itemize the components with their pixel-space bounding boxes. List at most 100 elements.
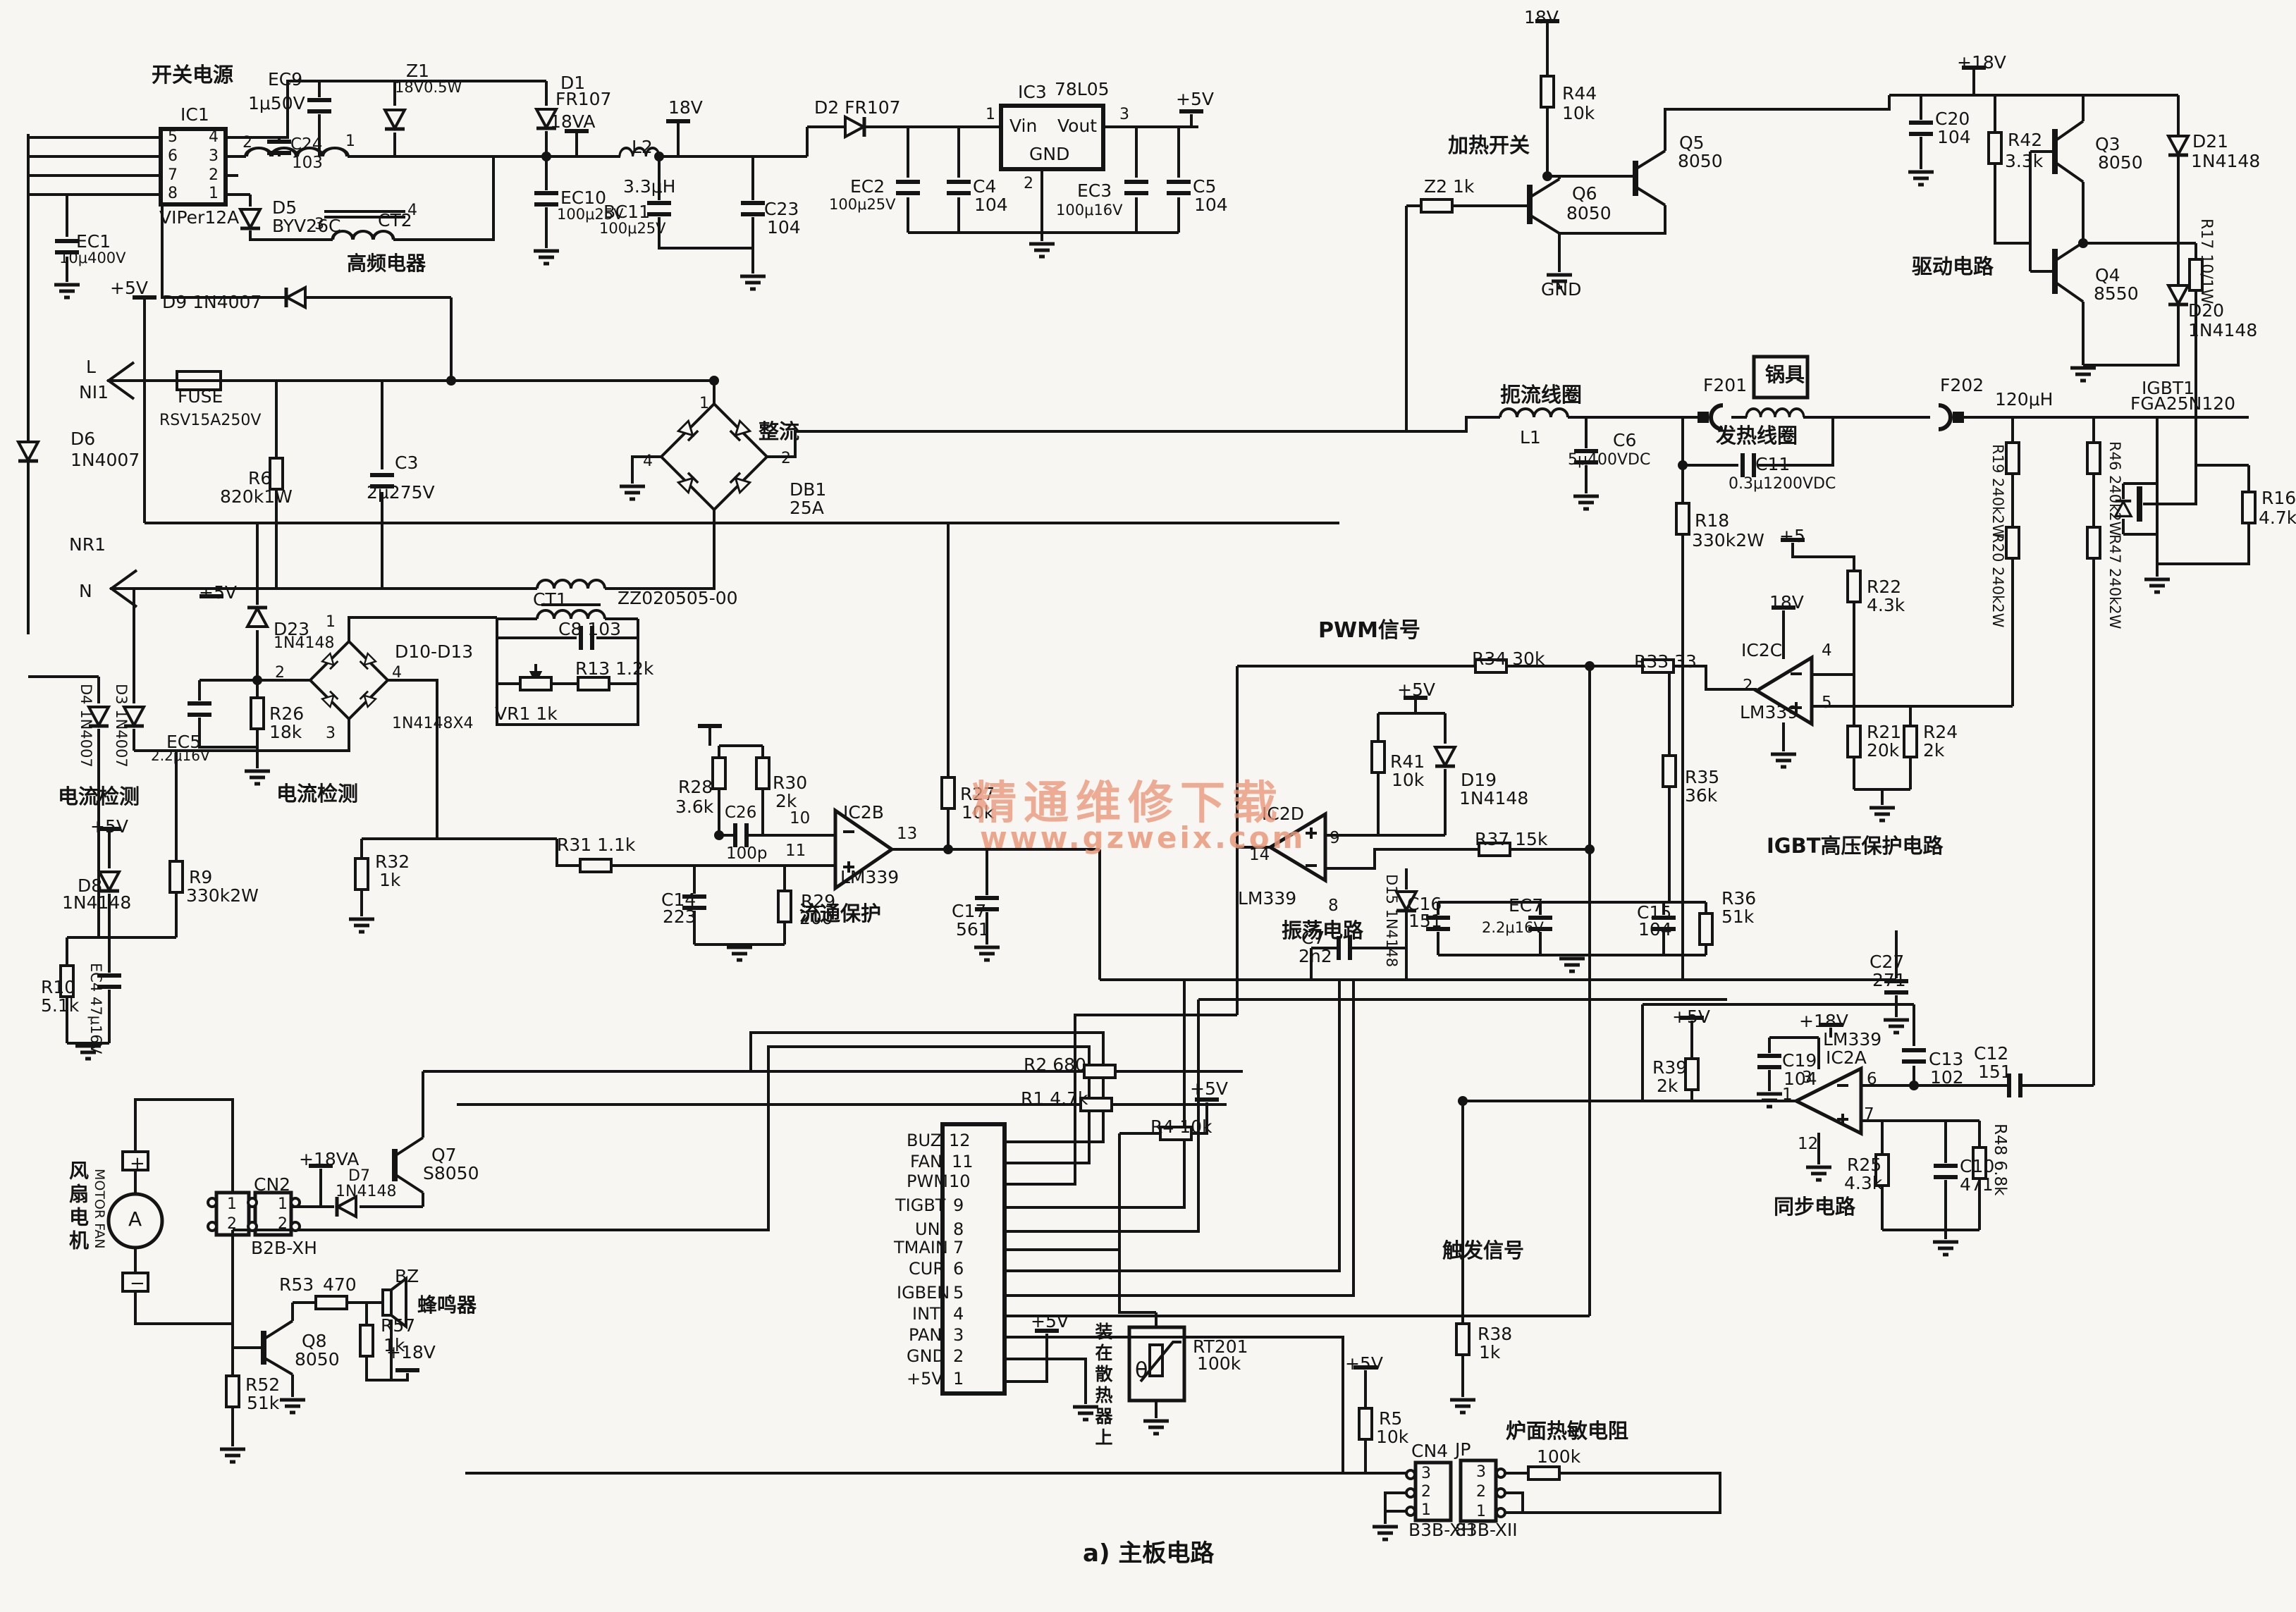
label-z1-val: 18V0.5W	[395, 79, 462, 96]
label-f201-ref: F201	[1703, 375, 1748, 395]
figure-caption: a) 主板电路	[1083, 1539, 1215, 1568]
label-ic2b-ref: IC2B	[843, 802, 884, 823]
label-r38-ref: R38	[1478, 1324, 1513, 1344]
label-r29-ref: R29	[801, 891, 836, 911]
label-cn-num6: 6	[953, 1259, 964, 1279]
label-ic3-part: 78L05	[1055, 79, 1110, 99]
label-lab-N: N	[79, 581, 92, 601]
label-c24-ref: C24	[290, 135, 323, 154]
label-lab-5v-ic3: +5V	[1176, 89, 1214, 109]
label-bridge2-pin1: 1	[326, 613, 336, 631]
label-r39-ref: R39	[1652, 1057, 1688, 1078]
wires-stove-sensor	[465, 1370, 1721, 1524]
label-r28-val: 3.6k	[675, 796, 714, 817]
label-lab-5v-r4: +5V	[1190, 1078, 1228, 1099]
label-c6-val: 5μ400VDC	[1568, 451, 1651, 469]
label-cn-num11: 11	[952, 1152, 974, 1171]
label-db1-val: 25A	[790, 498, 824, 518]
label-cn4-p1: 1	[1421, 1501, 1431, 1519]
label-fuse-ref: FUSE	[178, 386, 223, 407]
label-d19-ref: D19	[1461, 770, 1497, 790]
main-connector-box	[940, 1122, 1007, 1396]
label-cn-num8: 8	[953, 1219, 964, 1239]
label-lab-5v-r5: +5V	[1345, 1353, 1383, 1374]
label-lab-18v-drv: +18V	[1957, 52, 2006, 73]
label-cn-int: INT	[912, 1304, 940, 1324]
label-f202-ref: F202	[1940, 375, 1984, 395]
arrow-L	[106, 361, 135, 400]
label-d9-ref: D9 1N4007	[162, 292, 262, 312]
label-r32-ref: R32	[375, 851, 410, 872]
label-motor-a: A	[128, 1207, 142, 1231]
label-r41-ref: R41	[1390, 751, 1425, 772]
label-jp-p2: 2	[1476, 1483, 1486, 1501]
label-q7-ref: Q7	[431, 1145, 457, 1165]
label-bz-ref: BZ	[395, 1266, 419, 1286]
label-c27-ref: C27	[1870, 952, 1905, 972]
wires-connector-maze	[233, 902, 1591, 1473]
label-d20-ref: D20	[2188, 300, 2225, 321]
label-r38-val: 1k	[1479, 1342, 1501, 1362]
label-r10-val: 5.1k	[41, 995, 80, 1016]
label-cn-tigbt: TIGBT	[895, 1195, 946, 1215]
label-d19-val: 1N4148	[1459, 788, 1529, 808]
label-r24-ref: R24	[1923, 722, 1958, 742]
label-sec-osc: 振荡电路	[1282, 918, 1364, 942]
label-r35-val: 36k	[1685, 785, 1718, 806]
label-ic2b-part: LM339	[840, 867, 900, 887]
label-lab-18v-r44: 18V	[1524, 7, 1559, 27]
label-ec3-val: 100μ16V	[1056, 202, 1123, 219]
label-c17-val: 561	[956, 919, 990, 940]
opamp-symbols	[833, 654, 1863, 1137]
label-r10-ref: R10	[41, 977, 76, 997]
label-cn2-r2: 2	[278, 1215, 288, 1233]
label-q7-val: S8050	[423, 1163, 479, 1183]
junction-dots	[252, 152, 2088, 1106]
label-lab-gnd-q6: GND	[1541, 279, 1582, 300]
label-lab-5v-bus: +5V	[110, 278, 148, 298]
label-r13-ref: R13 1.2k	[575, 658, 654, 679]
label-sec-heat-sw: 加热开关	[1448, 133, 1530, 157]
wires-driver	[1889, 69, 2250, 577]
label-cn4-p2: 2	[1421, 1483, 1431, 1501]
label-bridge2-pin3: 3	[326, 725, 336, 742]
cn2-box-left	[214, 1190, 251, 1237]
label-d8-ref: D8	[78, 875, 103, 896]
label-sec-drive: 驱动电路	[1912, 254, 1994, 278]
label-c15-val: 104	[1638, 919, 1672, 940]
label-ic2a-pin1: 1	[1782, 1085, 1793, 1104]
label-d6-val: 1N4007	[70, 450, 140, 470]
label-cn-num5: 5	[953, 1283, 964, 1303]
label-ic3-vout: Vout	[1057, 116, 1098, 136]
label-r21-ref: R21	[1867, 722, 1902, 742]
label-r20-ref: R20 240k2W	[1989, 533, 2006, 628]
label-pot-label: 锅具	[1765, 363, 1805, 386]
label-c10-val: 471	[1960, 1174, 1994, 1195]
label-q3-ref: Q3	[2095, 134, 2120, 154]
ic3-box	[999, 104, 1105, 171]
label-ec10-val: 100μ25V	[557, 206, 624, 223]
label-r46-ref: R46 240k2W	[2106, 441, 2123, 536]
wires-flow-protect	[693, 523, 1101, 980]
label-c3-val: 2μ275V	[367, 482, 435, 503]
label-lab-18v-buz: +18V	[386, 1342, 436, 1362]
label-d4-ref: D4 1N4007	[78, 684, 94, 768]
label-c4-ref: C4	[973, 176, 997, 197]
label-r53-val: 470	[323, 1274, 357, 1295]
label-c7-val: 2n2	[1299, 946, 1332, 966]
label-d1-ref: D1	[560, 73, 586, 93]
wires-5v-regulator	[807, 114, 1198, 241]
label-l2-val: 3.3μH	[623, 176, 676, 197]
label-r9-ref: R9	[189, 867, 213, 887]
wires-sync	[1100, 930, 2094, 1397]
label-c6-ref: C6	[1613, 430, 1637, 450]
label-cn-buz: BUZ	[907, 1131, 943, 1150]
label-sec-sync: 同步电路	[1774, 1195, 1856, 1219]
label-c12-ref: C12	[1974, 1043, 2009, 1064]
label-cn-igben: IGBEN	[897, 1283, 950, 1303]
label-r21-val: 20k	[1867, 740, 1900, 761]
label-heatsink-label: 装在散热器上	[1093, 1322, 1113, 1449]
label-c15-ref: C15	[1637, 902, 1672, 923]
label-ct2-pin3: 3	[314, 216, 324, 233]
label-ic1-pin4: 4	[209, 128, 219, 146]
